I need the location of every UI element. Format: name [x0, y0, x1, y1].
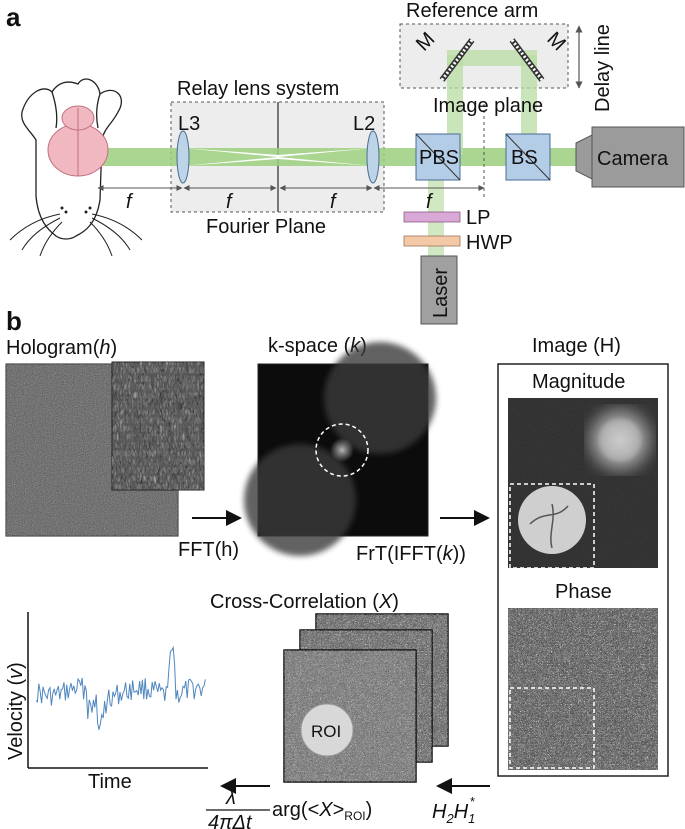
- relay-cone-right: [278, 148, 373, 166]
- arg-expression: arg(<X>ROI): [272, 799, 372, 823]
- relay-lens-title: Relay lens system: [177, 78, 339, 100]
- cross-correlation-stack: ROI: [283, 613, 449, 783]
- focal-dimensions: [97, 104, 485, 200]
- fourier-plane-label: Fourier Plane: [206, 216, 326, 238]
- lp-label: LP: [466, 207, 490, 229]
- lambda-label: λ: [225, 787, 236, 809]
- velocity-trace: [35, 645, 206, 730]
- hologram-zoom-inset: [111, 361, 205, 491]
- lens-l2: [366, 130, 380, 184]
- reference-beam-left: [447, 55, 463, 155]
- panel-b-label: b: [6, 306, 22, 336]
- camera-label: Camera: [597, 148, 669, 170]
- linear-polarizer: [403, 211, 461, 223]
- laser-box: [420, 255, 458, 325]
- roi-circle: [300, 703, 354, 757]
- bs-label: BS: [511, 147, 538, 169]
- velocity-axis-label: Velocity (v): [5, 662, 27, 760]
- mirror-left: [439, 38, 475, 82]
- roi-label: ROI: [311, 722, 341, 741]
- hologram-title: Hologram(h): [6, 337, 117, 359]
- lens-l2-label: L2: [353, 113, 375, 135]
- focal-label-3: f: [330, 191, 338, 213]
- time-axis-label: Time: [88, 771, 132, 793]
- kspace-roi-circle: [315, 423, 369, 477]
- bs-diagonal: [505, 133, 551, 181]
- laser-label: Laser: [430, 268, 452, 318]
- mirror-right: [509, 38, 545, 82]
- phase-roi-box: [509, 687, 595, 769]
- image-plane-label: Image plane: [433, 95, 543, 117]
- image-frame: [497, 363, 669, 777]
- reference-beam-top: [447, 50, 537, 66]
- mouse-whiskers: [9, 206, 143, 257]
- delay-line-label: Delay line: [592, 24, 614, 112]
- focal-label-4: f: [426, 191, 434, 213]
- mouse-brain: [47, 105, 109, 177]
- kspace-image: [244, 342, 436, 556]
- image-title: Image (H): [532, 335, 621, 357]
- reference-beam-right: [521, 55, 537, 155]
- reference-arm-label: Reference arm: [406, 0, 538, 22]
- conjugate-product-label: H2H1*: [432, 794, 475, 826]
- camera-body: [591, 126, 685, 188]
- hwp-label: HWP: [466, 232, 513, 254]
- phase-image: [508, 608, 658, 770]
- velocity-plot: [27, 612, 208, 769]
- pbs-diagonal: [415, 133, 461, 181]
- focal-label-2: f: [226, 191, 234, 213]
- panel-a-label: a: [6, 2, 21, 32]
- magnitude-roi-box: [509, 483, 595, 569]
- pbs-label: PBS: [419, 147, 459, 169]
- frt-label: FrT(IFFT(k)): [356, 543, 466, 565]
- cross-correlation-title: Cross-Correlation (X): [210, 591, 399, 613]
- fft-label: FFT(h): [178, 539, 239, 561]
- relay-cone-left: [183, 148, 278, 166]
- focal-label-1: f: [126, 191, 134, 213]
- phase-label: Phase: [555, 581, 612, 603]
- camera-lens: [575, 134, 593, 180]
- magnitude-label: Magnitude: [532, 371, 625, 393]
- lens-l3: [176, 130, 190, 184]
- half-wave-plate: [403, 235, 461, 247]
- magnitude-image: [508, 398, 658, 569]
- denominator-label: 4πΔt: [208, 812, 253, 829]
- lens-l3-label: L3: [178, 113, 200, 135]
